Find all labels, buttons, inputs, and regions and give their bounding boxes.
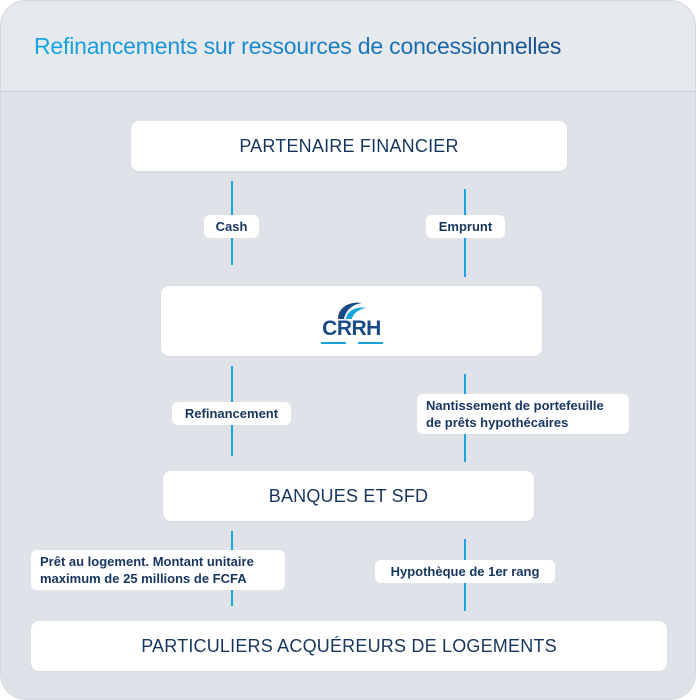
flow-label-nantissement-line2: de prêts hypothécaires <box>426 415 569 430</box>
node-particuliers: PARTICULIERS ACQUÉREURS DE LOGEMENTS <box>31 621 667 671</box>
flow-label-nantissement-line1: Nantissement de portefeuille <box>426 398 604 413</box>
crrh-logo-text: CRRH <box>322 316 381 340</box>
node-partenaire-financier: PARTENAIRE FINANCIER <box>131 121 567 171</box>
diagram-title: Refinancements sur ressources de concess… <box>34 33 562 59</box>
node-banques-sfd: BANQUES ET SFD <box>163 471 534 521</box>
crrh-swoosh-icon <box>337 302 366 319</box>
node-banques-sfd-label: BANQUES ET SFD <box>268 485 429 506</box>
node-particuliers-label: PARTICULIERS ACQUÉREURS DE LOGEMENTS <box>141 635 557 656</box>
flow-label-cash: Cash <box>204 215 259 238</box>
flow-label-emprunt: Emprunt <box>426 215 505 238</box>
flow-label-hypotheque: Hypothèque de 1er rang <box>375 560 555 583</box>
crrh-logo-underline <box>320 341 383 344</box>
node-crrh: CRRH <box>161 286 542 356</box>
flow-label-pret-line2: maximum de 25 millions de FCFA <box>40 571 247 586</box>
crrh-logo-icon: CRRH <box>320 299 383 344</box>
flow-label-pret: Prêt au logement. Montant unitaire maxim… <box>31 550 285 590</box>
flow-label-refinancement: Refinancement <box>172 402 291 425</box>
flow-label-nantissement: Nantissement de portefeuille de prêts hy… <box>417 394 629 434</box>
header: Refinancements sur ressources de concess… <box>1 1 695 92</box>
flow-label-pret-line1: Prêt au logement. Montant unitaire <box>40 554 254 569</box>
node-partenaire-financier-label: PARTENAIRE FINANCIER <box>239 135 459 156</box>
